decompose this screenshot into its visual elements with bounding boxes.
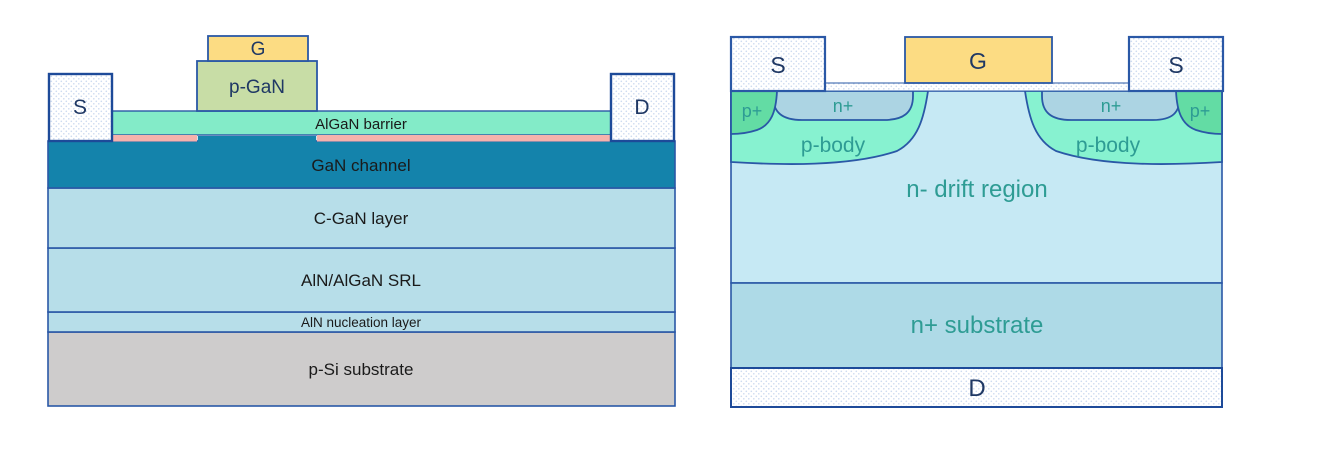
c-gan-label: C-GaN layer bbox=[314, 209, 409, 228]
source-contact-left bbox=[729, 35, 827, 93]
n-plus-right-label: n+ bbox=[1101, 96, 1122, 116]
pgan-label: p-GaN bbox=[229, 77, 285, 98]
drain-label: D bbox=[968, 375, 985, 402]
gate-label: G bbox=[251, 39, 266, 60]
srl-label: AlN/AlGaN SRL bbox=[301, 271, 421, 290]
n-plus-substrate-label: n+ substrate bbox=[911, 312, 1044, 339]
gate-contact bbox=[904, 36, 1053, 84]
p-plus-region-left bbox=[730, 90, 778, 135]
p-body-left-label: p-body bbox=[801, 134, 866, 157]
pgan-island bbox=[196, 60, 318, 112]
source-contact bbox=[47, 72, 114, 143]
n-drift-region-label: n- drift region bbox=[906, 176, 1047, 203]
c-gan-layer bbox=[47, 187, 676, 249]
gate-label: G bbox=[969, 48, 987, 74]
p-plus-right-label: p+ bbox=[1190, 101, 1211, 121]
p-si-substrate-layer bbox=[47, 331, 676, 407]
hemt-diagram: G p-GaN S D AlGaN barrier GaN channel C-… bbox=[47, 35, 676, 407]
twodeg-strip-left bbox=[112, 135, 197, 142]
p-plus-region-right bbox=[1175, 90, 1223, 135]
gan-channel-label: GaN channel bbox=[311, 156, 410, 175]
mosfet-diagram: S G S p+ n+ p-body n+ p+ p-body n- drift… bbox=[729, 35, 1225, 408]
drain-label: D bbox=[634, 96, 649, 119]
gan-channel-layer bbox=[47, 140, 676, 189]
twodeg-depleted-gap bbox=[197, 136, 317, 143]
source-left-label: S bbox=[770, 52, 785, 78]
source-label: S bbox=[73, 96, 87, 119]
drain-contact bbox=[730, 367, 1223, 408]
n-plus-left-label: n+ bbox=[833, 96, 854, 116]
p-si-substrate-label: p-Si substrate bbox=[309, 360, 414, 379]
gate-contact bbox=[207, 35, 309, 62]
gate-oxide-strip bbox=[824, 82, 1130, 92]
nucleation-label: AlN nucleation layer bbox=[301, 315, 422, 330]
p-plus-left-label: p+ bbox=[742, 101, 763, 121]
source-right-label: S bbox=[1168, 52, 1183, 78]
source-contact-right bbox=[1127, 35, 1225, 93]
algan-barrier-label: AlGaN barrier bbox=[315, 116, 407, 133]
twodeg-strip-right bbox=[317, 135, 611, 142]
p-body-right-label: p-body bbox=[1076, 134, 1141, 157]
drain-contact bbox=[609, 72, 676, 143]
